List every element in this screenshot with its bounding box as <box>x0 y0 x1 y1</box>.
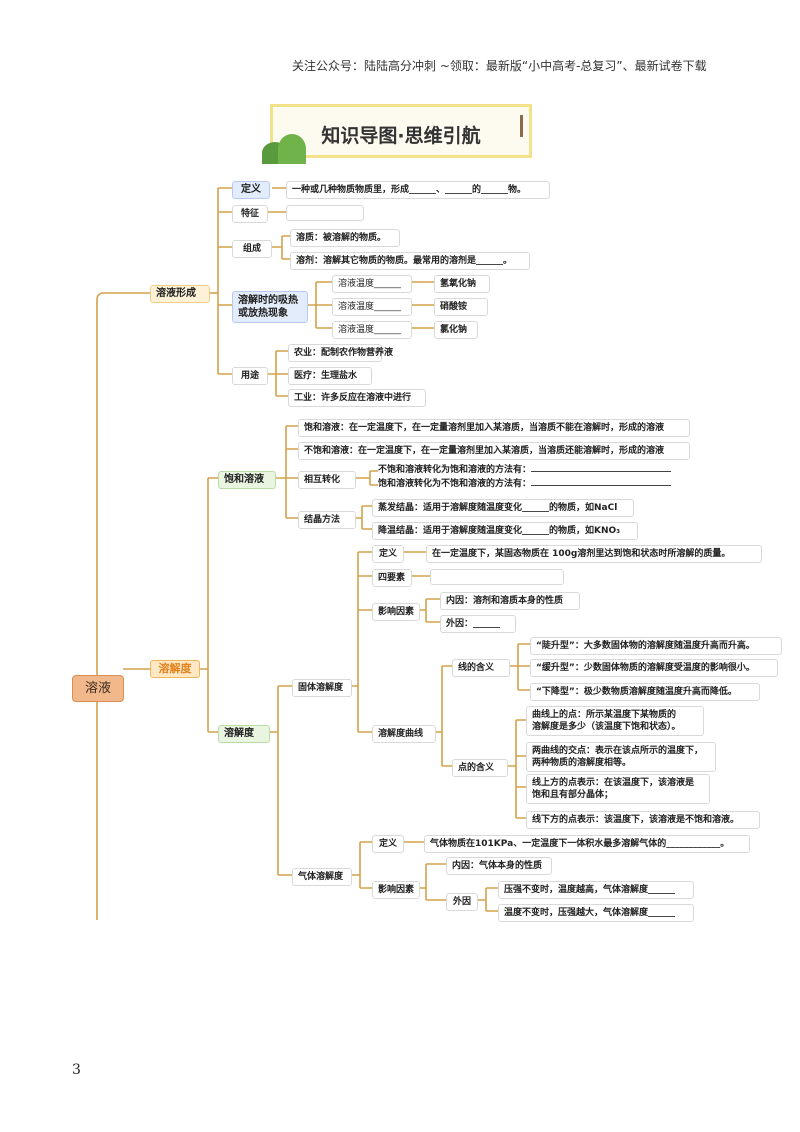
use-item-agriculture[interactable]: 农业：配制农作物营养液 <box>288 344 393 362</box>
solid-definition-label[interactable]: 定义 <box>372 545 404 563</box>
composition-label[interactable]: 组成 <box>232 240 272 258</box>
solid-definition-text[interactable]: 在一定温度下，某固态物质在 100g溶剂里达到饱和状态时所溶解的质量。 <box>426 545 762 563</box>
use-label[interactable]: 用途 <box>232 367 268 385</box>
solid-factor-internal[interactable]: 内因：溶剂和溶质本身的性质 <box>440 592 580 610</box>
page-number: 3 <box>72 1062 81 1078</box>
heat-label-line1: 溶解时的吸热 <box>238 295 298 306</box>
feature-label[interactable]: 特征 <box>232 205 268 223</box>
solid-factors-label[interactable]: 影响因素 <box>372 603 420 621</box>
crystallization-cooling[interactable]: 降温结晶：适用于溶解度随温度变化______的物质，如KNO₃ <box>372 522 638 540</box>
point-text-line: 饱和且有部分晶体； <box>532 790 614 800</box>
title-banner: 知识导图·思维引航 <box>270 104 532 158</box>
solute-text[interactable]: 溶质：被溶解的物质。 <box>290 229 400 247</box>
crystallization-evaporation[interactable]: 蒸发结晶：适用于溶解度随温度变化______的物质，如NaCl <box>372 499 634 517</box>
heat-item-3[interactable]: 溶液温度______ <box>332 321 412 339</box>
gas-factors-label[interactable]: 影响因素 <box>372 881 420 899</box>
gas-solubility-node[interactable]: 气体溶解度 <box>292 868 352 886</box>
root-node[interactable]: 溶液 <box>72 675 124 702</box>
heat-example-2[interactable]: 硝酸铵 <box>434 298 488 316</box>
blank-line <box>531 485 672 486</box>
heat-phenomenon-label[interactable]: 溶解时的吸热 或放热现象 <box>232 291 308 323</box>
crystallization-label[interactable]: 结晶方法 <box>298 511 356 529</box>
heat-label-line2: 或放热现象 <box>238 308 288 319</box>
blank-line <box>531 471 672 472</box>
formation-definition-text[interactable]: 一种或几种物质物质里，形成______、______的______物。 <box>286 181 550 199</box>
line-meaning-gentle[interactable]: “缓升型”：少数固体物质的溶解度受温度的影响很小。 <box>530 659 778 677</box>
conversion-line-1[interactable]: 不饱和溶液转化为饱和溶液的方法有： <box>378 464 690 476</box>
saturated-solution-node[interactable]: 饱和溶液 <box>218 471 276 489</box>
line-meaning-steep[interactable]: “陡升型”：大多数固体物的溶解度随温度升高而升高。 <box>530 637 782 655</box>
point-meaning-label[interactable]: 点的含义 <box>452 759 508 777</box>
saturated-definition[interactable]: 饱和溶液：在一定温度下，在一定量溶剂里加入某溶质，当溶质不能在溶解时，形成的溶液 <box>298 419 690 437</box>
conversion-label[interactable]: 相互转化 <box>298 471 356 489</box>
solubility-node[interactable]: 溶解度 <box>218 725 270 743</box>
point-meaning-below[interactable]: 线下方的点表示：该温度下，该溶液是不饱和溶液。 <box>526 811 760 829</box>
point-meaning-on-curve[interactable]: 曲线上的点：所示某温度下某物质的 溶解度是多少（该温度下饱和状态）。 <box>526 706 704 736</box>
solubility-branch-node[interactable]: 溶解度 <box>150 660 200 678</box>
use-item-industry[interactable]: 工业：许多反应在溶液中进行 <box>288 389 426 407</box>
point-text-line: 曲线上的点：所示某温度下某物质的 <box>532 710 677 720</box>
gas-factor-internal[interactable]: 内因：气体本身的性质 <box>446 857 552 875</box>
conversion-line-2[interactable]: 饱和溶液转化为不饱和溶液的方法有： <box>378 478 690 490</box>
gas-definition-text[interactable]: 气体物质在101KPa、一定温度下一体积水最多溶解气体的____________… <box>424 835 750 853</box>
feature-blank[interactable] <box>286 205 364 221</box>
heat-example-1[interactable]: 氢氧化钠 <box>434 275 490 293</box>
four-elements-blank[interactable] <box>430 569 564 585</box>
four-elements-label[interactable]: 四要素 <box>372 569 412 587</box>
gas-external-temperature[interactable]: 压强不变时，温度越高，气体溶解度______ <box>498 881 694 899</box>
gas-definition-label[interactable]: 定义 <box>372 835 404 853</box>
point-text-line: 线下方的点表示：该温度下，该溶液是不饱和溶液。 <box>532 815 740 825</box>
line-meaning-label[interactable]: 线的含义 <box>452 659 510 677</box>
solubility-curve-label[interactable]: 溶解度曲线 <box>372 725 436 743</box>
gas-external-pressure[interactable]: 温度不变时，压强越大，气体溶解度______ <box>498 904 694 922</box>
point-meaning-above[interactable]: 线上方的点表示：在该温度下，该溶液是 饱和且有部分晶体； <box>526 774 710 804</box>
solid-factor-external[interactable]: 外因：______ <box>440 615 516 633</box>
point-meaning-intersection[interactable]: 两曲线的交点：表示在该点所示的温度下， 两种物质的溶解度相等。 <box>526 742 716 772</box>
solid-solubility-node[interactable]: 固体溶解度 <box>292 679 352 697</box>
heat-item-1[interactable]: 溶液温度______ <box>332 275 412 293</box>
formation-definition-label[interactable]: 定义 <box>232 181 270 199</box>
point-text-line: 两曲线的交点：表示在该点所示的温度下， <box>532 746 704 756</box>
unsaturated-definition[interactable]: 不饱和溶液：在一定温度下，在一定量溶剂里加入某溶质，当溶质还能溶解时，形成的溶液 <box>298 442 690 460</box>
point-text-line: 两种物质的溶解度相等。 <box>532 758 632 768</box>
heat-item-2[interactable]: 溶液温度______ <box>332 298 412 316</box>
point-text-line: 溶解度是多少（该温度下饱和状态）。 <box>532 722 681 732</box>
banner-title: 知识导图·思维引航 <box>321 125 481 147</box>
heat-example-3[interactable]: 氯化钠 <box>434 321 478 339</box>
use-item-medical[interactable]: 医疗：生理盐水 <box>288 367 372 385</box>
banner-bookmark <box>520 115 523 137</box>
solvent-text[interactable]: 溶剂：溶解其它物质的物质。最常用的溶剂是______。 <box>290 252 530 270</box>
gas-factor-external-label[interactable]: 外因 <box>446 893 478 911</box>
hill-decoration-2 <box>278 134 306 164</box>
formation-node[interactable]: 溶液形成 <box>150 285 210 303</box>
point-text-line: 线上方的点表示：在该温度下，该溶液是 <box>532 778 695 788</box>
page-header: 关注公众号：陆陆高分冲刺 ~领取：最新版“小中高考-总复习”、最新试卷下载 <box>292 59 707 73</box>
line-meaning-falling[interactable]: “下降型”：极少数物质溶解度随温度升高而降低。 <box>530 683 760 701</box>
